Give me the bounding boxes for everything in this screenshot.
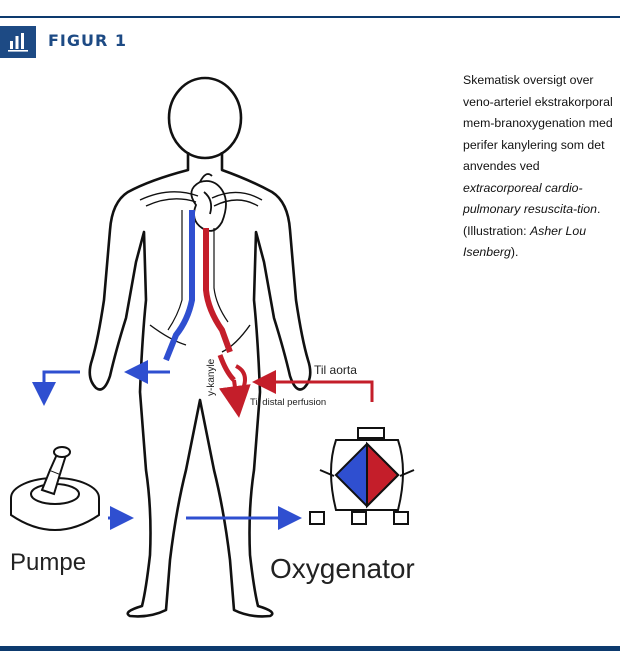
figure-label: FIGUR 1	[48, 31, 128, 50]
bottom-rule	[0, 646, 620, 651]
to-aorta-label: Til aorta	[314, 363, 357, 377]
body-detail-lines	[139, 191, 263, 353]
pump-drawing	[10, 446, 100, 531]
caption-credit-prefix: . (Illustration:	[463, 202, 601, 238]
oxygenator-drawing	[309, 427, 415, 525]
y-cannula-label: y-kanyle	[206, 358, 217, 396]
pump-label: Pumpe	[10, 549, 86, 576]
figure-caption: Skematisk oversigt over veno-arteriel ek…	[463, 70, 613, 264]
return-aorta-arrow	[252, 370, 374, 402]
caption-text: Skematisk oversigt over veno-arteriel ek…	[463, 73, 613, 173]
oxygenator-label: Oxygenator	[270, 553, 415, 584]
venous-vessel	[163, 210, 195, 362]
bar-chart-icon	[8, 33, 28, 52]
caption-illustrator: Asher Lou Isenberg	[463, 223, 587, 260]
ecmo-illustration: y-kanyle Til aorta Til distal perfusion …	[10, 76, 415, 618]
top-rule	[0, 16, 620, 18]
caption-italic-term: extracorporeal cardio-pulmonary resuscit…	[463, 180, 597, 217]
to-distal-label: Til distal perfusion	[250, 397, 326, 408]
y-cannula: y-kanyle	[206, 354, 251, 418]
caption-end: ).	[510, 245, 519, 259]
figure-badge	[0, 26, 36, 58]
to-pump-arrow	[32, 370, 80, 406]
body-outline	[88, 76, 312, 618]
heart	[190, 173, 227, 232]
arterial-vessel	[203, 228, 233, 354]
